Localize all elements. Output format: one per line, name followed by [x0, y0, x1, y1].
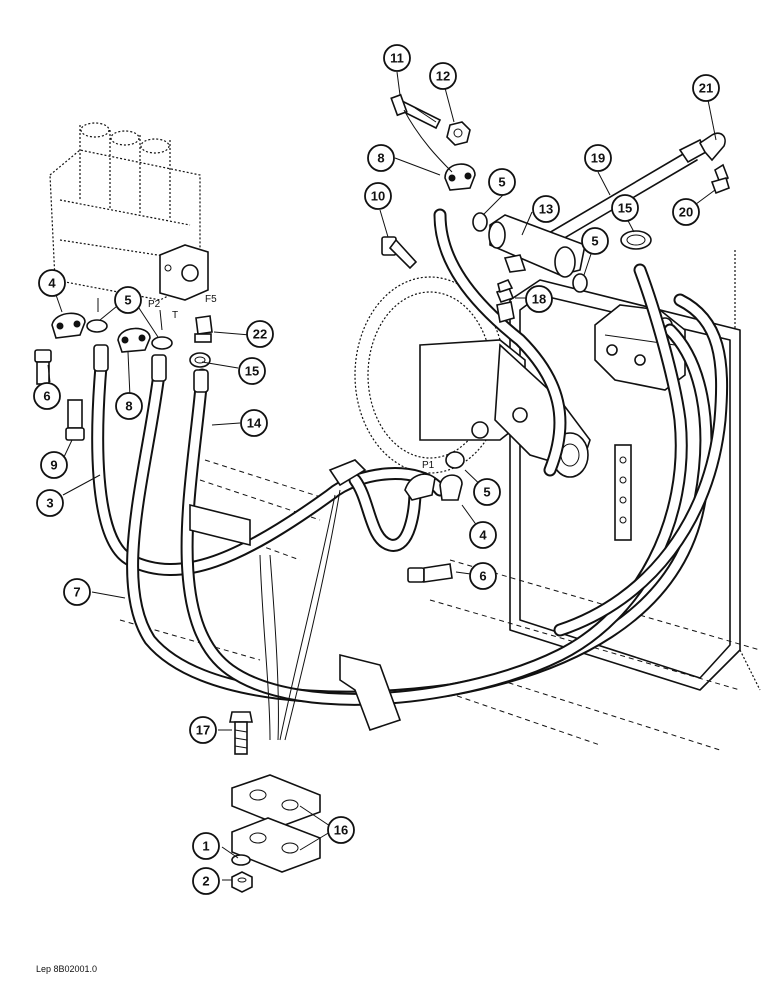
balloon-6-left-label: 6	[43, 389, 50, 404]
port-label-f5: F5	[205, 294, 217, 305]
pump-p1-fitting	[404, 473, 436, 501]
balloon-5-pump: 5	[473, 478, 501, 506]
balloon-9: 9	[40, 451, 68, 479]
balloon-15-left-label: 15	[245, 364, 259, 379]
balloon-1: 1	[192, 832, 220, 860]
hose-clamp-15-top	[620, 230, 652, 250]
balloon-3: 3	[36, 489, 64, 517]
balloon-16: 16	[327, 816, 355, 844]
washer-1	[231, 854, 251, 866]
balloon-8-left-label: 8	[125, 399, 132, 414]
balloon-4-left: 4	[38, 269, 66, 297]
balloon-2-label: 2	[202, 874, 209, 889]
balloon-17-label: 17	[196, 723, 210, 738]
balloon-17: 17	[189, 716, 217, 744]
frame-hidden-lines	[119, 459, 761, 751]
balloon-5-left: 5	[114, 286, 142, 314]
bolt-11	[390, 93, 442, 130]
balloon-5-top-label: 5	[498, 175, 505, 190]
balloon-3-label: 3	[46, 496, 53, 511]
balloon-7-label: 7	[73, 585, 80, 600]
balloon-19-label: 19	[591, 151, 605, 166]
reference-code: Lep 8B02001.0	[36, 964, 97, 974]
balloon-5-pump-label: 5	[483, 485, 490, 500]
fitting-22	[194, 315, 213, 343]
port-label-p1: P1	[422, 460, 435, 471]
clamp-16-upper	[231, 774, 321, 827]
balloon-11-label: 11	[390, 51, 404, 66]
balloon-22: 22	[246, 320, 274, 348]
balloon-12-label: 12	[436, 69, 450, 84]
balloon-6-pump-label: 6	[479, 569, 486, 584]
balloon-4-left-label: 4	[48, 276, 56, 291]
balloon-4-pump: 4	[469, 521, 497, 549]
balloon-5-top: 5	[488, 168, 516, 196]
bolt-9	[65, 399, 85, 441]
balloon-5-left-label: 5	[124, 293, 131, 308]
balloon-6-pump: 6	[469, 562, 497, 590]
port-label-t: T	[172, 310, 178, 321]
balloon-4-pump-label: 4	[479, 528, 487, 543]
balloon-5-mid-label: 5	[591, 234, 598, 249]
half-flange-4-pump	[439, 474, 463, 501]
balloon-22-label: 22	[253, 327, 267, 342]
balloon-6-left: 6	[33, 382, 61, 410]
balloon-15-left: 15	[238, 357, 266, 385]
flange-tube-13	[488, 214, 586, 278]
balloon-14: 14	[240, 409, 268, 437]
adapter-18	[495, 278, 515, 324]
balloon-8-top: 8	[367, 144, 395, 172]
balloon-20: 20	[672, 198, 700, 226]
balloon-20-label: 20	[679, 205, 693, 220]
balloon-8-left: 8	[115, 392, 143, 420]
bolt-17	[229, 711, 253, 755]
balloon-18: 18	[525, 285, 553, 313]
balloon-2: 2	[192, 867, 220, 895]
hoses	[91, 208, 729, 706]
balloon-9-label: 9	[50, 458, 57, 473]
half-flange-8-top	[444, 163, 476, 191]
balloon-21-label: 21	[699, 81, 713, 96]
nut-12	[446, 121, 471, 146]
clamp-16-lower	[231, 817, 321, 873]
balloon-12: 12	[429, 62, 457, 90]
balloon-14-label: 14	[247, 416, 262, 431]
nut-2	[231, 871, 253, 893]
balloon-15-top: 15	[611, 194, 639, 222]
balloon-11: 11	[383, 44, 411, 72]
bolt-6-pump	[407, 563, 453, 583]
balloon-7: 7	[63, 578, 91, 606]
hose-end-fittings-left	[93, 344, 209, 393]
o-rings	[86, 212, 588, 469]
balloon-15-top-label: 15	[618, 201, 632, 216]
hydraulic-pump	[354, 276, 591, 478]
bolt-10	[381, 236, 418, 270]
control-valve-bank	[49, 122, 209, 301]
balloon-8-top-label: 8	[377, 151, 384, 166]
balloon-16-label: 16	[334, 823, 348, 838]
balloon-13-label: 13	[539, 202, 553, 217]
balloon-10-label: 10	[371, 189, 385, 204]
half-flange-4-left	[51, 312, 86, 339]
balloon-18-label: 18	[532, 292, 546, 307]
balloon-5-mid: 5	[581, 227, 609, 255]
balloon-10: 10	[364, 182, 392, 210]
balloon-19: 19	[584, 144, 612, 172]
balloon-21: 21	[692, 74, 720, 102]
half-flange-8-left	[117, 327, 151, 353]
balloon-13: 13	[532, 195, 560, 223]
port-label-p2: P2	[148, 299, 161, 310]
balloon-1-label: 1	[202, 839, 209, 854]
hose-clamp-blocks	[189, 459, 402, 741]
hose-clamp-15-left	[189, 352, 211, 368]
